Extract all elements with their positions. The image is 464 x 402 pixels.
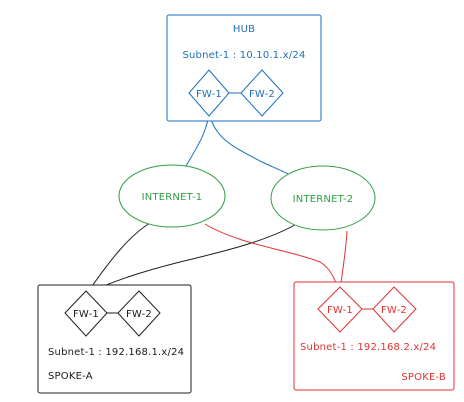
- link-internet-1-spoke-a: [87, 222, 151, 293]
- hub-fw2-label: FW-2: [249, 89, 275, 100]
- link-internet-1-spoke-b: [204, 223, 339, 291]
- spoke-b-title: SPOKE-B: [401, 372, 446, 383]
- hub-title: HUB: [233, 24, 255, 35]
- spoke-a-fw2-node[interactable]: FW-2: [117, 290, 161, 337]
- spoke-b-fw1-label: FW-1: [327, 305, 353, 316]
- spoke-a-subnet: Subnet-1 : 192.168.1.x/24: [48, 347, 184, 358]
- spoke-b-fw2-label: FW-2: [381, 305, 407, 316]
- spoke-b-fw2-node[interactable]: FW-2: [372, 286, 417, 333]
- link-internet-2-spoke-a: [85, 221, 301, 295]
- hub-fw1-label: FW-1: [196, 89, 222, 100]
- hub-subnet: Subnet-1 : 10.10.1.x/24: [182, 50, 305, 61]
- internet-2-label: INTERNET-2: [293, 194, 354, 205]
- spoke-a-fw2-label: FW-2: [126, 309, 152, 320]
- hub-fw2-node[interactable]: FW-2: [240, 69, 284, 117]
- internet-1-label: INTERNET-1: [142, 192, 203, 203]
- internet-1-node[interactable]: INTERNET-1: [118, 164, 226, 228]
- link-hub-internet-1: [185, 113, 210, 167]
- internet-2-node[interactable]: INTERNET-2: [270, 165, 376, 231]
- spoke-b-fw1-node[interactable]: FW-1: [317, 286, 363, 333]
- spoke-b-subnet: Subnet-1 : 192.168.2.x/24: [300, 342, 436, 353]
- hub-fw1-node[interactable]: FW-1: [188, 69, 230, 117]
- spoke-a-fw1-label: FW-1: [73, 309, 99, 320]
- link-hub-internet-2: [209, 113, 293, 177]
- spoke-a-fw1-node[interactable]: FW-1: [64, 290, 108, 337]
- spoke-a-title: SPOKE-A: [48, 371, 93, 382]
- link-internet-2-spoke-b: [339, 230, 348, 291]
